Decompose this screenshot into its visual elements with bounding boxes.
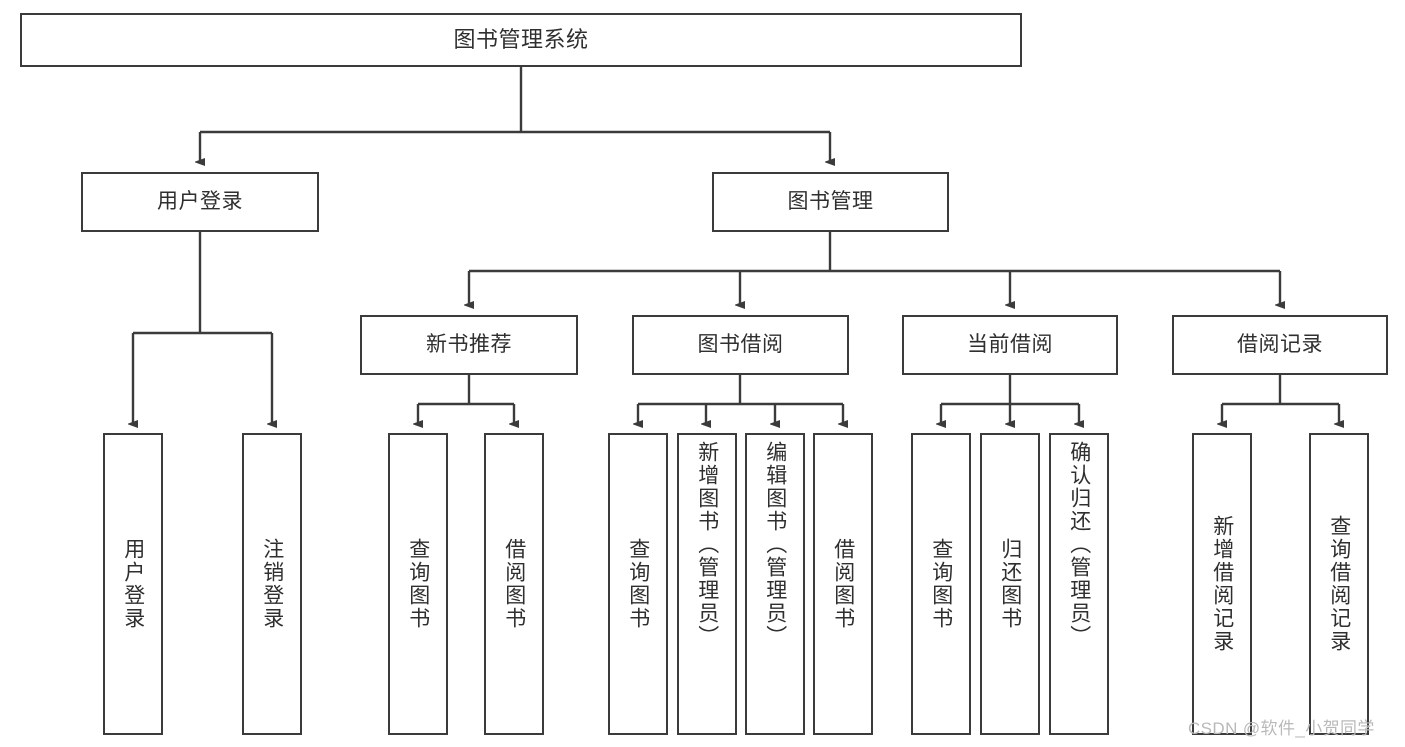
leaf-query-book-nb-label: 查询图书: [406, 538, 430, 630]
leaf-borrow-book-nb[interactable]: 借阅图书: [484, 433, 544, 735]
leaf-borrow-book-nb-label: 借阅图书: [502, 538, 526, 630]
node-book-manage[interactable]: 图书管理: [712, 172, 949, 232]
leaf-borrow-book-bb-label: 借阅图书: [831, 538, 855, 630]
node-book-borrow[interactable]: 图书借阅: [632, 315, 849, 375]
node-user-login-label: 用户登录: [157, 189, 243, 213]
node-book-borrow-label: 图书借阅: [697, 332, 784, 356]
node-new-book-recommend-label: 新书推荐: [426, 332, 512, 356]
csdn-watermark: CSDN @软件_小贺同学: [1188, 719, 1375, 738]
leaf-borrow-book-bb[interactable]: 借阅图书: [813, 433, 873, 735]
node-current-borrow-label: 当前借阅: [967, 332, 1053, 356]
leaf-query-book-nb[interactable]: 查询图书: [388, 433, 448, 735]
leaf-query-book-bb-label: 查询图书: [626, 538, 650, 630]
leaf-user-login-label: 用户登录: [121, 538, 145, 630]
node-root-system[interactable]: 图书管理系统: [20, 13, 1022, 67]
node-user-login[interactable]: 用户登录: [81, 172, 319, 232]
leaf-user-login[interactable]: 用户登录: [103, 433, 163, 735]
leaf-return-book-label: 归还图书: [998, 538, 1022, 630]
node-new-book-recommend[interactable]: 新书推荐: [360, 315, 578, 375]
leaf-edit-book-admin[interactable]: 编辑图书（管理员）: [745, 433, 805, 735]
leaf-query-book-bb[interactable]: 查询图书: [608, 433, 668, 735]
node-root-label: 图书管理系统: [453, 26, 589, 52]
leaf-add-book-admin[interactable]: 新增图书（管理员）: [677, 433, 737, 735]
leaf-query-book-cb-label: 查询图书: [929, 538, 953, 630]
node-current-borrow[interactable]: 当前借阅: [902, 315, 1118, 375]
leaf-confirm-return-admin[interactable]: 确认归还（管理员）: [1049, 433, 1109, 735]
node-borrow-record[interactable]: 借阅记录: [1172, 315, 1388, 375]
leaf-confirm-return-admin-label: 确认归还（管理员）: [1067, 441, 1091, 648]
leaf-add-book-admin-label: 新增图书（管理员）: [695, 441, 719, 648]
leaf-query-book-cb[interactable]: 查询图书: [911, 433, 971, 735]
node-book-manage-label: 图书管理: [787, 189, 874, 213]
leaf-logout[interactable]: 注销登录: [242, 433, 302, 735]
leaf-query-borrow-record-label: 查询借阅记录: [1327, 515, 1351, 653]
node-borrow-record-label: 借阅记录: [1237, 332, 1323, 356]
leaf-logout-label: 注销登录: [260, 538, 284, 630]
leaf-query-borrow-record[interactable]: 查询借阅记录: [1309, 433, 1369, 735]
leaf-add-borrow-record-label: 新增借阅记录: [1210, 515, 1234, 653]
leaf-add-borrow-record[interactable]: 新增借阅记录: [1192, 433, 1252, 735]
leaf-edit-book-admin-label: 编辑图书（管理员）: [763, 441, 787, 648]
leaf-return-book[interactable]: 归还图书: [980, 433, 1040, 735]
